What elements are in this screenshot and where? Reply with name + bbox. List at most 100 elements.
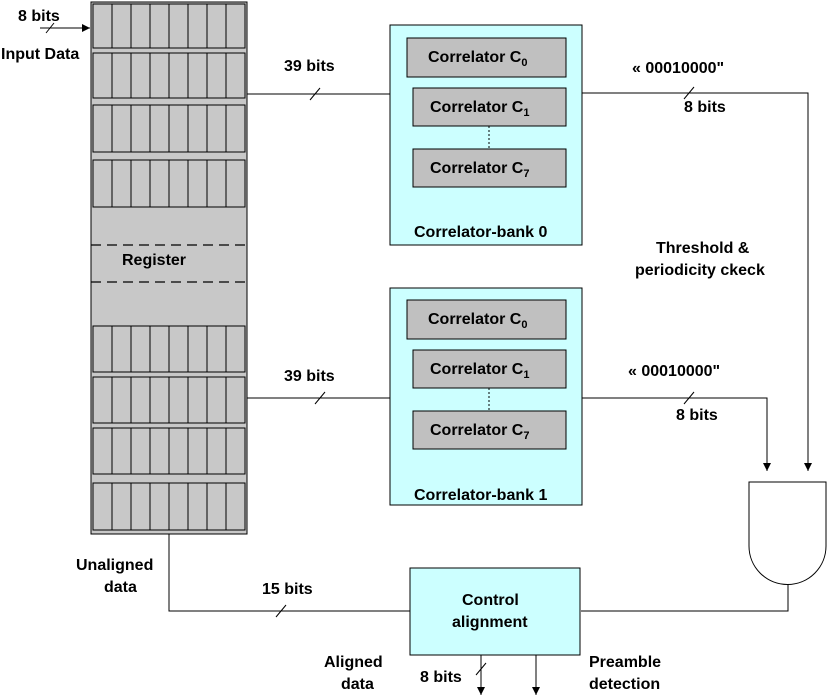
register-bit-cell — [168, 104, 189, 153]
register-bit-cell — [149, 52, 170, 99]
register-bit-cell — [225, 482, 246, 531]
register-bit-cell — [168, 159, 189, 208]
register-bit-cell — [130, 104, 151, 153]
bank-0-output-slash — [683, 86, 695, 100]
control-label-line-1: Control — [462, 592, 519, 609]
register-bit-cell — [111, 3, 132, 49]
bank-1-correlator-0-label: Correlator C0 — [428, 311, 527, 331]
bus-to-bank-1: 39 bits — [247, 368, 390, 405]
bank-1-output-slash — [683, 391, 695, 405]
register-bit-cell — [168, 3, 189, 49]
register-bit-cell — [130, 427, 151, 475]
bank-0-output: « 00010000" 8 bits — [582, 60, 812, 471]
register-bit-cell — [206, 427, 227, 475]
register-bit-cell — [130, 159, 151, 208]
bank-1-label: Correlator-bank 1 — [414, 487, 547, 504]
register-bit-cell — [111, 325, 132, 373]
register-bit-cell — [92, 376, 113, 424]
bank-1-correlator-7-label: Correlator C7 — [430, 422, 529, 442]
register-bit-cell — [92, 159, 113, 208]
register-bit-rows — [92, 3, 246, 531]
bank-1-correlator-7 — [412, 410, 567, 450]
bank-0-correlator-0 — [406, 37, 567, 78]
aligned-label-line-1: Aligned — [324, 654, 383, 671]
register-bit-cell — [111, 376, 132, 424]
bus-to-bank-0: 39 bits — [247, 58, 390, 101]
register-bit-cell — [187, 104, 208, 153]
register-bit-cell — [149, 104, 170, 153]
unaligned-data-slash — [275, 604, 287, 618]
register-bit-cell — [168, 325, 189, 373]
bus-to-bank-1-slash — [314, 391, 326, 405]
register-bit-cell — [111, 159, 132, 208]
register-bit-cell — [206, 159, 227, 208]
aligned-label-line-2: data — [341, 676, 374, 693]
register-bit-cell — [225, 427, 246, 475]
register-bit-cell — [149, 325, 170, 373]
register: Register — [90, 1, 248, 535]
register-bit-cell — [168, 376, 189, 424]
register-bit-cell — [149, 376, 170, 424]
bank-1-correlator-1-label: Correlator C1 — [430, 361, 529, 381]
register-bit-cell — [187, 325, 208, 373]
bank-1-output: « 00010000" 8 bits — [582, 363, 771, 471]
register-bit-cell — [225, 3, 246, 49]
bus-to-bank-0-slash — [309, 87, 321, 101]
register-bit-cell — [187, 482, 208, 531]
and-gate — [581, 481, 827, 612]
register-bit-cell — [149, 482, 170, 531]
bank-1-correlator-1 — [412, 349, 567, 389]
input-bus-slash — [45, 22, 55, 34]
threshold-label-line-2: periodicity ckeck — [635, 262, 765, 279]
bank-0-correlator-1-label: Correlator C1 — [430, 99, 529, 119]
register-bit-cell — [92, 325, 113, 373]
bank-1-correlator-0 — [406, 299, 567, 340]
input-bits-label: 8 bits — [18, 8, 60, 25]
bank-1-output-line — [582, 397, 771, 471]
aligned-data-slash — [475, 662, 487, 676]
register-bit-cell — [187, 427, 208, 475]
input-data: 8 bits Input Data — [1, 8, 90, 63]
and-gate-shape — [748, 481, 827, 585]
register-bit-cell — [187, 376, 208, 424]
register-bit-cell — [130, 52, 151, 99]
bank-0-correlator-7 — [412, 148, 567, 188]
register-label: Register — [122, 252, 186, 269]
register-bit-cell — [187, 52, 208, 99]
register-bit-cell — [206, 3, 227, 49]
register-bit-cell — [111, 52, 132, 99]
register-bit-cell — [130, 482, 151, 531]
register-bit-cell — [111, 482, 132, 531]
register-bit-cell — [168, 427, 189, 475]
bus-to-bank-0-bits: 39 bits — [284, 58, 335, 75]
register-bit-cell — [111, 104, 132, 153]
register-bit-cell — [206, 482, 227, 531]
register-bit-cell — [187, 159, 208, 208]
preamble-label-line-2: detection — [589, 676, 660, 693]
control-label-line-2: alignment — [452, 614, 528, 631]
register-bit-cell — [92, 104, 113, 153]
input-data-label: Input Data — [1, 46, 79, 63]
bank-0-correlator-7-label: Correlator C7 — [430, 160, 529, 180]
bank-0-pattern: « 00010000" — [632, 60, 724, 77]
register-bit-cell — [206, 52, 227, 99]
control-alignment: Control alignment — [409, 567, 581, 656]
register-bit-cell — [168, 52, 189, 99]
control-input-bits: 15 bits — [262, 581, 313, 598]
register-bit-cell — [92, 3, 113, 49]
bus-to-bank-1-bits: 39 bits — [284, 368, 335, 385]
threshold-label-line-1: Threshold & — [656, 240, 750, 257]
register-bit-cell — [92, 482, 113, 531]
register-bit-cell — [225, 159, 246, 208]
register-bit-cell — [206, 104, 227, 153]
bank-0-correlator-0-label: Correlator C0 — [428, 49, 527, 69]
correlator-bank-0: Correlator C0 Correlator C1 Correlator C… — [389, 24, 583, 246]
unaligned-label-line-2: data — [104, 579, 137, 596]
register-bit-cell — [225, 376, 246, 424]
unaligned-data-line — [168, 534, 410, 612]
register-bit-cell — [149, 3, 170, 49]
bank-0-correlator-1 — [412, 87, 567, 127]
register-bit-cell — [225, 104, 246, 153]
aligned-data-output: 8 bits Aligned data — [324, 654, 487, 695]
